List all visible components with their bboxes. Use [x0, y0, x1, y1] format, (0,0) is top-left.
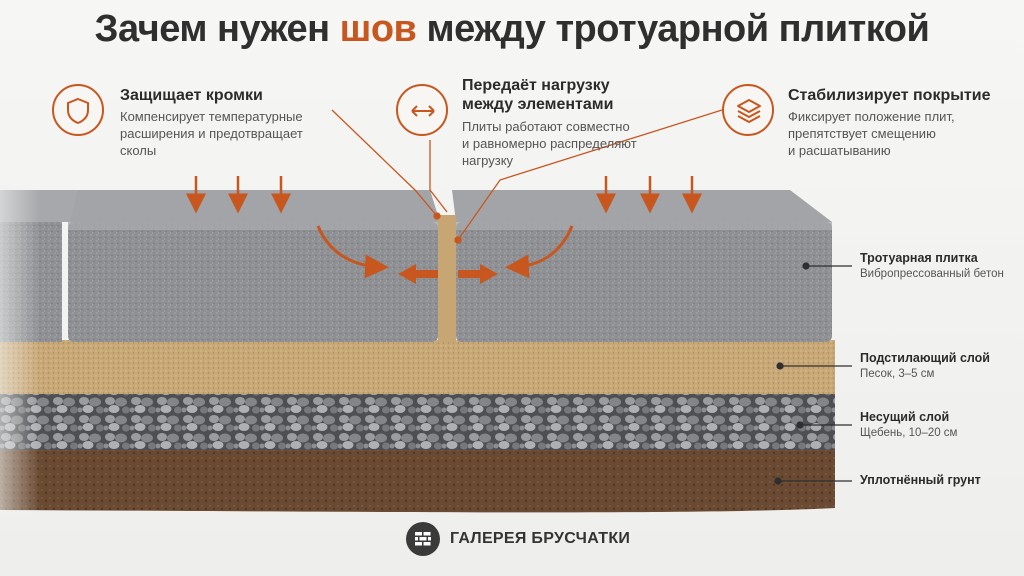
layer-subtitle-sand: Песок, 3–5 см [860, 368, 935, 380]
paving-tile-left [68, 222, 438, 342]
callout-2-heading-line-1: Передаёт нагрузку [462, 77, 610, 94]
layer-subtitle-tile: Вибропрессованный бетон [860, 268, 1004, 280]
layer-subtitle-gravel: Щебень, 10–20 см [860, 427, 958, 439]
layers-icon [722, 84, 774, 136]
callout-3-line-3: и расшатыванию [788, 143, 891, 158]
layer-title-tile: Тротуарная плитка [860, 251, 978, 265]
load-transfer-arrows [316, 225, 574, 279]
soil-layer [0, 448, 835, 513]
layer-label-tile: Тротуарная плитка Вибропрессованный бето… [860, 251, 1004, 280]
load-arrows-left [186, 176, 291, 214]
sand-layer [0, 340, 835, 394]
title-part-1: Зачем нужен [94, 8, 340, 50]
callout-2-line-3: нагрузку [462, 153, 514, 168]
callout-2-line-2: и равномерно распределяют [462, 136, 637, 151]
layer-title-sand: Подстилающий слой [860, 351, 990, 365]
joint-arrows [398, 264, 498, 284]
brick-logo-icon [406, 522, 440, 556]
callout-1-line-2: расширения и предотвращает [120, 126, 303, 141]
brand: ГАЛЕРЕЯ БРУСЧАТКИ [406, 522, 630, 556]
gravel-layer [0, 392, 835, 450]
title-accent: шов [339, 8, 417, 50]
joint-sand [438, 215, 456, 342]
layer-label-sand: Подстилающий слой Песок, 3–5 см [860, 351, 990, 380]
back-paving-row [0, 190, 832, 222]
callout-1-body: Компенсирует температурные расширения и … [120, 108, 303, 159]
layer-label-gravel: Несущий слой Щебень, 10–20 см [860, 410, 957, 439]
callout-2-body: Плиты работают совместно и равномерно ра… [462, 118, 637, 169]
callout-2-heading-line-2: между элементами [462, 96, 614, 113]
paving-tile-right [456, 222, 832, 342]
leader-lines [331, 109, 723, 244]
callout-1-line-3: сколы [120, 143, 157, 158]
shield-icon [52, 84, 104, 136]
callout-3-line-1: Фиксирует положение плит, [788, 109, 955, 124]
callout-1-heading: Защищает кромки [120, 87, 263, 104]
layer-title-soil: Уплотнённый грунт [860, 473, 981, 487]
callout-1-line-1: Компенсирует температурные [120, 109, 303, 124]
layer-label-soil: Уплотнённый грунт [860, 473, 981, 487]
callout-3-line-2: препятствует смещению [788, 126, 936, 141]
callout-2-line-1: Плиты работают совместно [462, 119, 630, 134]
layer-title-gravel: Несущий слой [860, 410, 950, 424]
double-arrow-icon [396, 84, 448, 136]
load-arrows-right [596, 176, 702, 214]
page-title: Зачем нужен шов между тротуарной плиткой [0, 8, 1024, 51]
callout-3-body: Фиксирует положение плит, препятствует с… [788, 108, 955, 159]
layer-leader-lines [774, 262, 852, 485]
callout-3-heading: Стабилизирует покрытие [788, 87, 991, 104]
title-part-2: между тротуарной плиткой [416, 8, 930, 50]
brand-name: ГАЛЕРЕЯ БРУСЧАТКИ [450, 530, 631, 547]
callout-2-heading: Передаёт нагрузку между элементами [462, 76, 613, 114]
